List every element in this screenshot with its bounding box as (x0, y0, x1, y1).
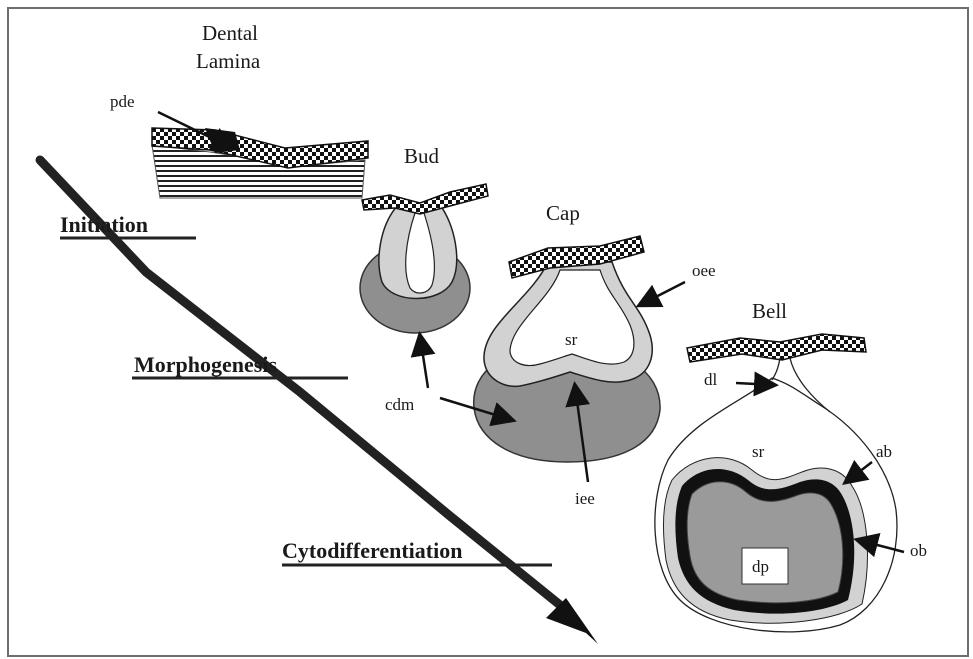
label-sr-bell: sr (752, 442, 765, 461)
dental-lamina-title-1: Dental (202, 21, 258, 45)
dental-lamina-title-2: Lamina (196, 49, 261, 73)
cap-title: Cap (546, 201, 580, 225)
label-cdm: cdm (385, 395, 414, 414)
bud-oral-epithelium (362, 184, 488, 214)
label-sr-cap: sr (565, 330, 578, 349)
cdm-bud-arrow (420, 336, 428, 388)
bell-oral-epithelium (687, 334, 866, 362)
oee-arrow (640, 282, 685, 305)
label-ob: ob (910, 541, 927, 560)
label-oee: oee (692, 261, 716, 280)
cap-stage (474, 236, 660, 462)
label-pde: pde (110, 92, 135, 111)
phase-initiation: Initiation (60, 212, 148, 237)
label-ab: ab (876, 442, 892, 461)
label-dl: dl (704, 370, 718, 389)
bell-title: Bell (752, 299, 787, 323)
dental-lamina-stage (152, 128, 368, 198)
bell-dental-lamina-strand (772, 358, 780, 380)
bud-title: Bud (404, 144, 440, 168)
bell-stage (655, 334, 897, 632)
label-dp: dp (752, 557, 769, 576)
label-iee: iee (575, 489, 595, 508)
bud-stage (360, 184, 488, 333)
phase-morphogenesis: Morphogenesis (134, 352, 277, 377)
phase-cytodifferentiation: Cytodifferentiation (282, 538, 462, 563)
